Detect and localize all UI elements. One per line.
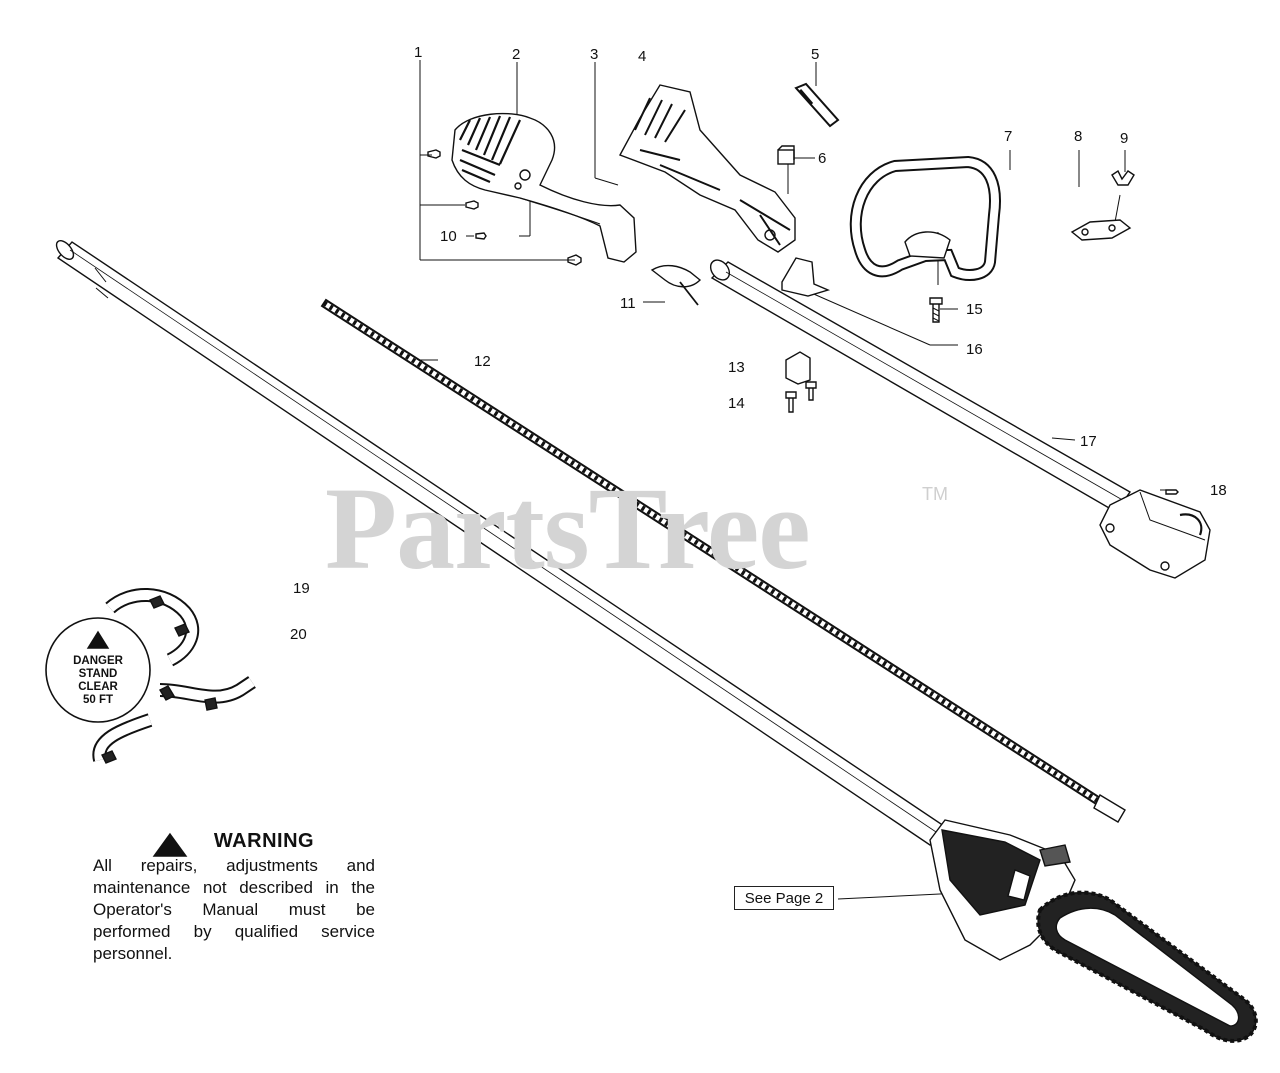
engine-housing-part-2 [451, 112, 637, 263]
brand-watermark: PartsTree [325, 463, 811, 594]
screw-part-1 [427, 149, 582, 266]
callout-4: 4 [638, 48, 647, 65]
switch-part-6 [777, 145, 795, 165]
coupler-part-18 [1099, 489, 1211, 579]
screw-part-10 [475, 232, 487, 240]
harness-strap-part-20 [45, 588, 256, 764]
callout-15: 15 [966, 301, 983, 318]
callout-11: 11 [620, 295, 636, 312]
screw-part-15 [929, 297, 943, 323]
handle-clamp-part-16 [781, 257, 831, 297]
danger-line-2: STAND [78, 668, 118, 680]
danger-line-1: DANGER [73, 655, 123, 667]
callout-3: 3 [590, 46, 599, 63]
drive-tube-part-17 [709, 259, 1132, 513]
callout-16: 16 [966, 341, 983, 358]
clamp-part-13 [785, 351, 811, 385]
leader-lines [416, 60, 1170, 900]
pin-part-5 [794, 82, 840, 128]
callout-5: 5 [811, 46, 820, 63]
callout-12: 12 [474, 353, 491, 370]
bracket-part-8 [1070, 219, 1132, 241]
callout-2: 2 [512, 46, 521, 63]
callout-9: 9 [1120, 130, 1129, 147]
danger-tag-label: DANGER STAND CLEAR 50 FT [55, 655, 141, 707]
flex-shaft-part-12 [320, 298, 1126, 823]
warning-block: WARNING All repairs, adjustments and mai… [93, 830, 375, 965]
callout-10: 10 [440, 228, 457, 245]
callout-1: 1 [414, 44, 423, 61]
callout-20: 20 [290, 626, 307, 643]
callout-19: 19 [293, 580, 310, 597]
see-page-reference[interactable]: See Page 2 [734, 886, 834, 910]
danger-line-4: 50 FT [82, 694, 114, 706]
wing-nut-part-9 [1111, 169, 1135, 186]
callout-8: 8 [1074, 128, 1083, 145]
warning-title: WARNING [213, 830, 315, 852]
screws-part-14 [785, 381, 817, 413]
trademark-mark: TM [922, 484, 948, 504]
callout-13: 13 [728, 359, 745, 376]
loop-handle-part-7 [849, 155, 1001, 281]
danger-line-3: CLEAR [78, 681, 118, 693]
warning-triangle-icon [152, 832, 188, 857]
callout-17: 17 [1080, 433, 1097, 450]
main-tube-part-19 [55, 240, 952, 846]
clip-part-11 [650, 264, 702, 306]
drive-housing-part-4 [619, 84, 796, 253]
callout-14: 14 [728, 395, 745, 412]
callout-18: 18 [1210, 482, 1227, 499]
warning-text: All repairs, adjustments and maintenance… [93, 856, 375, 963]
callout-6: 6 [818, 150, 827, 167]
warning-heading: WARNING [113, 830, 375, 853]
callout-7: 7 [1004, 128, 1013, 145]
saw-bar-chain [1036, 890, 1258, 1043]
